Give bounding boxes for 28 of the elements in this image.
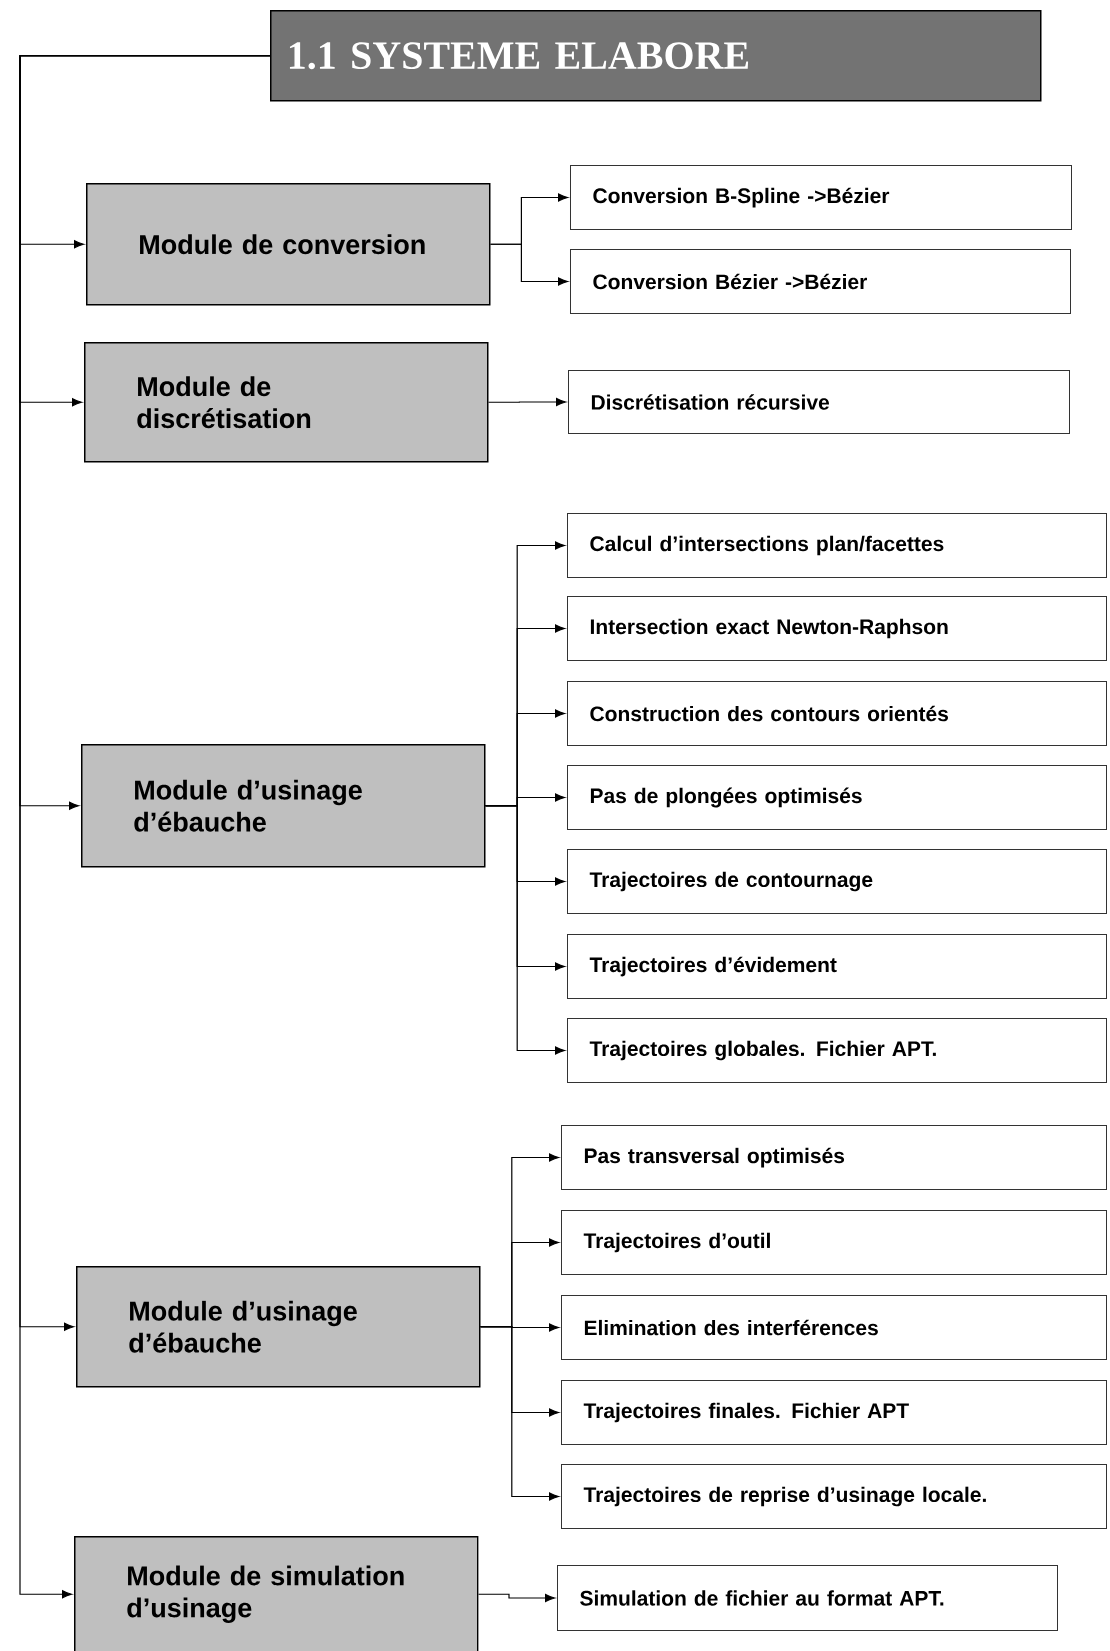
arrow	[19, 55, 271, 1599]
arrow	[487, 397, 567, 407]
arrow	[479, 1326, 560, 1501]
process-box: Simulation de fichier au format APT.	[557, 1565, 1058, 1631]
process-box: Trajectoires de contournage	[567, 849, 1107, 914]
module-box: Module d’usinage d’ébauche	[76, 1266, 481, 1388]
process-box: Elimination des interférences	[561, 1295, 1107, 1360]
module-box: Module d’usinage d’ébauche	[81, 744, 486, 868]
arrow	[489, 243, 569, 286]
process-box: Trajectoires de reprise d’usinage locale.	[561, 1464, 1107, 1529]
module-box: Module de discrétisation	[84, 342, 489, 463]
module-box: Module de simulation d’usinage	[74, 1536, 479, 1651]
process-box: Conversion B-Spline ->Bézier	[570, 165, 1072, 230]
process-box: Trajectoires d’outil	[561, 1210, 1107, 1275]
arrow	[477, 1593, 556, 1603]
process-box: Discrétisation récursive	[568, 370, 1070, 434]
process-box: Intersection exact Newton-Raphson	[567, 596, 1107, 661]
process-box: Pas de plongées optimisés	[567, 765, 1107, 830]
process-box: Construction des contours orientés	[567, 681, 1107, 746]
process-box: Conversion Bézier ->Bézier	[570, 249, 1071, 314]
module-box: Module de conversion	[86, 183, 491, 306]
process-box: Trajectoires globales. Fichier APT.	[567, 1018, 1107, 1083]
process-box: Pas transversal optimisés	[561, 1125, 1107, 1190]
process-box: Trajectoires finales. Fichier APT	[561, 1380, 1107, 1445]
process-box: Trajectoires d’évidement	[567, 934, 1107, 999]
process-box: Calcul d’intersections plan/facettes	[567, 513, 1107, 578]
title-banner: 1.1 SYSTEME ELABORE	[270, 10, 1042, 102]
arrow	[484, 805, 566, 1055]
